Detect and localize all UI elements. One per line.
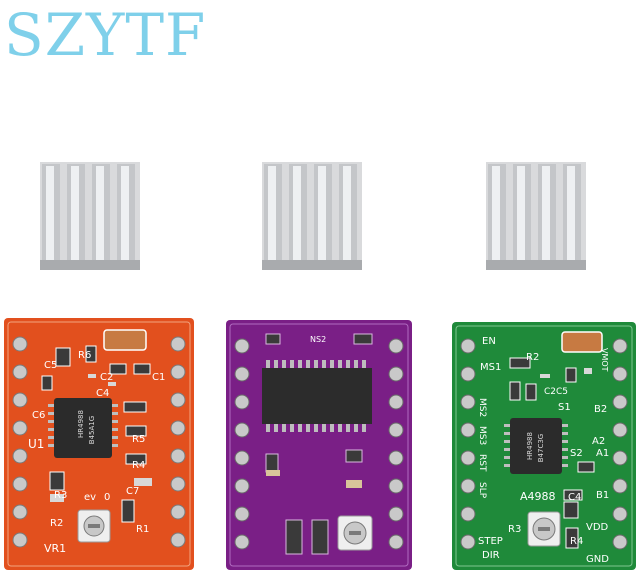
green-driver-board: HR4988 B47C3G EN MS1 MS2 MS3 RST SLP STE… — [452, 322, 636, 570]
green-label-dir: DIR — [482, 550, 500, 561]
green-chip-text-1: HR4988 — [526, 432, 534, 460]
green-label-c2c5: C2C5 — [544, 387, 568, 397]
green-label-a4988: A4988 — [520, 490, 556, 503]
red-label-r1: R1 — [136, 524, 149, 535]
green-label-r3: R3 — [508, 524, 521, 535]
red-label-u1: U1 — [28, 437, 44, 451]
red-label-r2: R2 — [50, 518, 63, 529]
red-label-c6: C6 — [32, 410, 45, 421]
red-label-c7: C7 — [126, 486, 139, 497]
purple-label-ns2: NS2 — [310, 335, 326, 344]
red-label-ev: ev — [84, 492, 96, 503]
heatsink-right — [486, 162, 586, 270]
red-label-c1: C1 — [152, 372, 165, 383]
red-label-c4: C4 — [96, 388, 109, 399]
red-label-vr1: VR1 — [44, 542, 66, 555]
green-label-vmot: VMOT — [600, 348, 609, 372]
red-label-r5: R5 — [132, 434, 145, 445]
red-label-c5: C5 — [44, 360, 57, 371]
green-label-r2: R2 — [526, 352, 539, 363]
green-label-ms1: MS1 — [480, 362, 501, 373]
green-label-a1: A1 — [596, 448, 609, 459]
green-label-slp: SLP — [477, 482, 487, 499]
green-label-step: STEP — [478, 536, 503, 547]
purple-driver-board: NS2 — [226, 320, 412, 570]
green-label-s2: S2 — [570, 448, 583, 459]
red-label-c2: C2 — [100, 372, 113, 383]
green-label-gnd: GND — [586, 554, 609, 565]
red-chip-text-2: B45A1G — [88, 416, 96, 444]
green-label-en: EN — [482, 336, 496, 347]
red-driver-board: HR4988 B45A1G C5 R6 C2 C1 C6 C4 U1 R5 R4… — [4, 318, 194, 570]
red-label-r3: R3 — [54, 490, 67, 501]
green-label-b1: B1 — [596, 490, 609, 501]
green-label-s1: S1 — [558, 402, 571, 413]
green-label-rst: RST — [477, 454, 487, 472]
green-label-b2: B2 — [594, 404, 607, 415]
brand-watermark: SZYTF — [4, 1, 207, 69]
green-label-r4: R4 — [570, 536, 583, 547]
heatsink-left — [40, 162, 140, 270]
green-chip-text-2: B47C3G — [537, 434, 545, 462]
green-label-vdd: VDD — [586, 522, 609, 533]
green-label-ms2: MS2 — [477, 398, 487, 417]
red-label-r6: R6 — [78, 350, 91, 361]
red-label-zero: 0 — [104, 492, 110, 503]
heatsink-middle — [262, 162, 362, 270]
green-label-ms3: MS3 — [477, 426, 487, 445]
green-label-a2: A2 — [592, 436, 605, 447]
red-chip-text-1: HR4988 — [77, 410, 85, 438]
green-label-c4: C4 — [568, 492, 581, 503]
red-label-r4: R4 — [132, 460, 145, 471]
